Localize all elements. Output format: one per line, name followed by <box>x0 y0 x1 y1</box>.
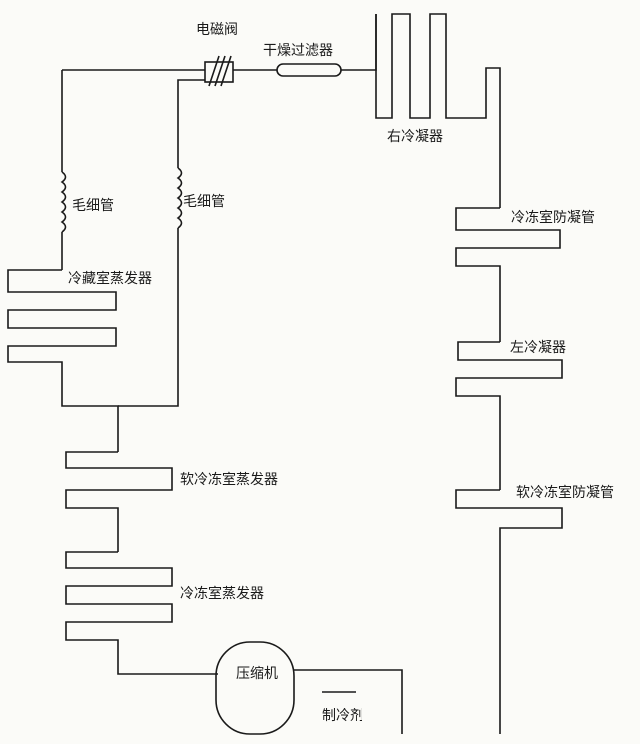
capillary-right-label: 毛细管 <box>183 194 225 210</box>
right-condenser-label: 右冷凝器 <box>387 129 443 145</box>
compressor-outlet <box>294 669 403 734</box>
soft-freezer-evaporator-label: 软冷冻室蒸发器 <box>180 472 278 488</box>
left-condenser-pipe <box>455 341 563 490</box>
soft-freezer-evaporator-pipe <box>65 451 173 552</box>
freezer-evaporator-label: 冷冻室蒸发器 <box>180 586 264 602</box>
branch-pipe <box>177 79 205 168</box>
dryer-filter-label: 干燥过滤器 <box>263 43 333 59</box>
capillary-left-label: 毛细管 <box>72 198 114 214</box>
compressor-label: 压缩机 <box>236 666 278 682</box>
right-condenser-pipe <box>375 13 501 208</box>
soft-freezer-anti-condensation-pipe <box>455 489 563 734</box>
freezer-anti-condensation-label: 冷冻室防凝管 <box>511 210 595 226</box>
left-condenser-label: 左冷凝器 <box>510 340 566 356</box>
capillary-right-icon <box>118 167 183 407</box>
compressor-icon <box>215 641 295 735</box>
solenoid-valve-icon <box>204 55 277 87</box>
solenoid-valve-label: 电磁阀 <box>196 22 238 38</box>
fridge-evaporator-label: 冷藏室蒸发器 <box>68 271 152 287</box>
fridge-evaporator-pipe <box>7 269 119 452</box>
freezer-anti-condensation-pipe <box>455 207 561 342</box>
soft-freezer-anti-condensation-label: 软冷冻室防凝管 <box>516 485 614 501</box>
refrigerant-label: 制冷剂 <box>322 708 362 724</box>
capillary-left-icon <box>60 70 67 270</box>
freezer-evaporator-pipe <box>65 551 218 675</box>
